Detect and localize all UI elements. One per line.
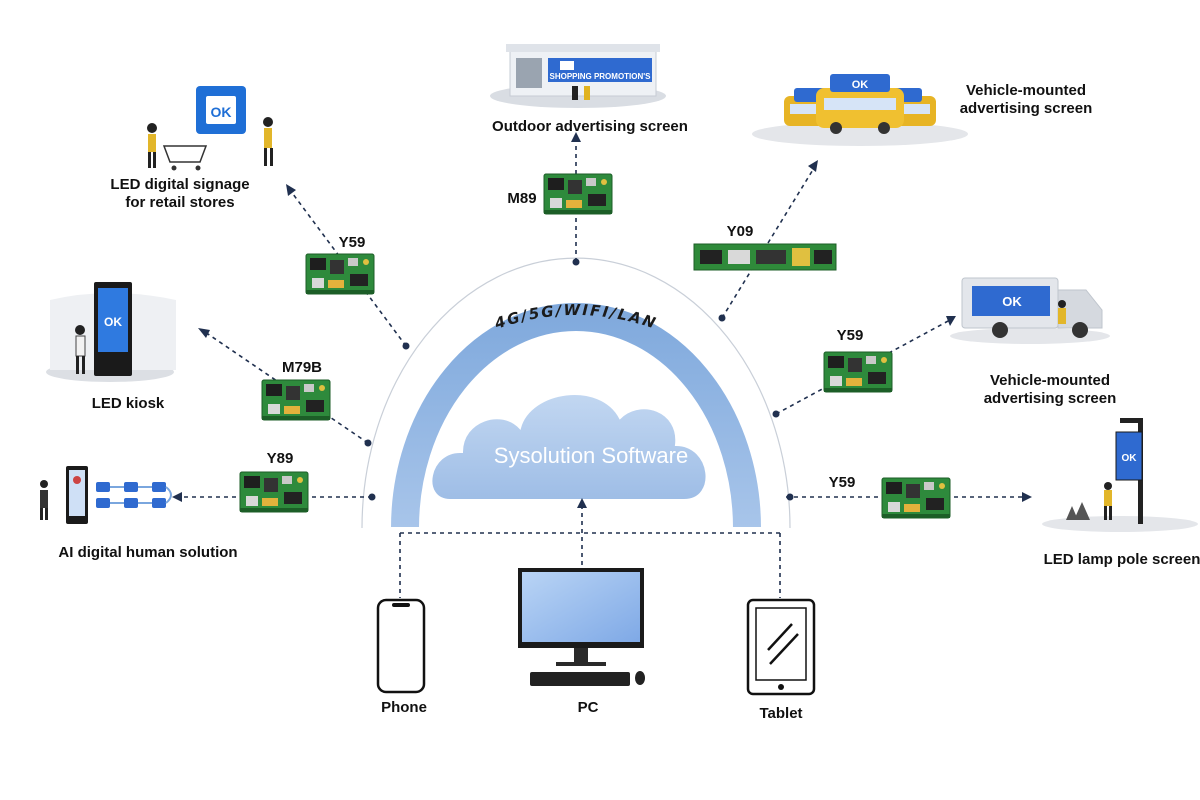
controller-board-y09 — [693, 243, 837, 271]
output-title-taxi-line2: advertising screen — [960, 100, 1093, 117]
ai-digital-human-icon — [40, 466, 172, 524]
output-title-van-line1: Vehicle-mounted — [990, 372, 1110, 389]
retail-logo-text: OK — [211, 104, 232, 120]
controller-board-y59-retail — [305, 253, 375, 295]
controller-board-y59-vehicle — [823, 351, 893, 393]
pc-icon[interactable] — [518, 568, 645, 686]
phone-icon[interactable] — [376, 598, 426, 694]
outdoor-store-icon: SHOPPING PROMOTION'S — [490, 44, 666, 108]
software-label: Sysolution Software — [494, 443, 688, 468]
controller-label-y59-vehicle: Y59 — [837, 327, 864, 344]
retail-signage-icon: OK — [147, 86, 273, 171]
cloud-icon — [430, 393, 708, 501]
van-icon: OK — [950, 277, 1110, 344]
output-title-taxi-line1: Vehicle-mounted — [966, 82, 1086, 99]
store-sign-text: SHOPPING PROMOTION'S — [549, 72, 651, 81]
taxi-fleet-icon: OK — [752, 74, 968, 146]
controller-label-y89: Y89 — [267, 450, 294, 467]
input-label-phone: Phone — [381, 699, 427, 716]
van-logo-text: OK — [1002, 294, 1022, 309]
output-title-ai-human: AI digital human solution — [58, 544, 237, 561]
controller-label-y59-lamp: Y59 — [829, 474, 856, 491]
output-title-outdoor: Outdoor advertising screen — [492, 118, 688, 135]
output-title-lamp-pole: LED lamp pole screen — [1044, 551, 1200, 568]
arrowheads — [172, 132, 1032, 508]
output-title-van-line2: advertising screen — [984, 390, 1117, 407]
kiosk-logo-text: OK — [104, 315, 122, 329]
network-arch — [388, 301, 764, 529]
lamp-pole-icon: OK — [1042, 418, 1198, 532]
controller-label-y59-retail: Y59 — [339, 234, 366, 251]
lamp-logo-text: OK — [1122, 453, 1138, 464]
controller-label-y09: Y09 — [727, 223, 754, 240]
junction-dots — [364, 258, 794, 501]
taxi-logo-text: OK — [852, 79, 869, 91]
input-label-pc: PC — [578, 699, 599, 716]
tablet-icon[interactable] — [746, 598, 816, 696]
controller-label-m89: M89 — [507, 190, 536, 207]
led-kiosk-icon: OK — [46, 282, 176, 382]
output-title-retail-line1: LED digital signage — [110, 176, 249, 193]
controller-label-m79b: M79B — [282, 359, 322, 376]
controller-board-y59-lamp — [881, 477, 951, 519]
controller-board-y89 — [239, 471, 309, 513]
controller-board-m89 — [543, 173, 613, 215]
output-title-kiosk: LED kiosk — [92, 395, 165, 412]
output-title-retail-line2: for retail stores — [125, 194, 234, 211]
input-label-tablet: Tablet — [759, 705, 802, 722]
controller-board-m79b — [261, 379, 331, 421]
